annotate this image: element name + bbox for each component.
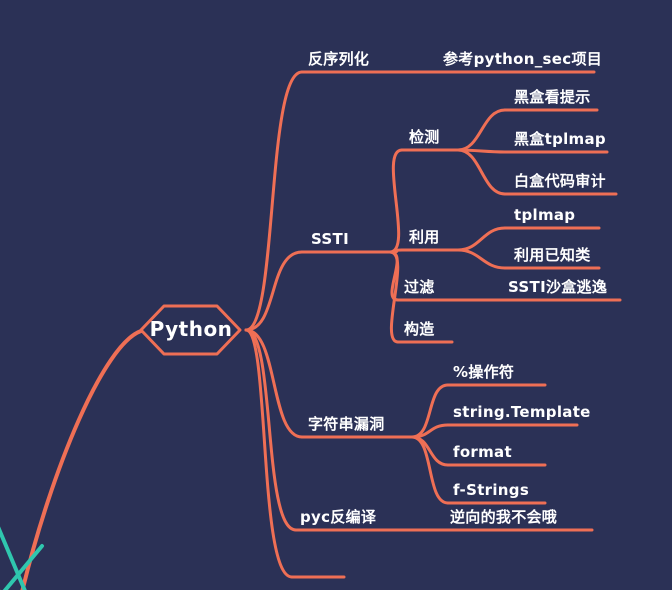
node-blackbox-hint[interactable]: 黑盒看提示 [514,88,591,106]
node-construct[interactable]: 构造 [404,320,435,338]
node-python-root[interactable]: Python [149,317,233,341]
corner-branch-lines [0,526,44,590]
node-filter[interactable]: 过滤 [404,278,435,296]
node-tplmap[interactable]: tplmap [514,206,576,224]
branch-lines [20,70,622,590]
node-detection[interactable]: 检测 [409,128,440,146]
node-reverse-note[interactable]: 逆向的我不会哦 [450,508,558,526]
node-string-vuln[interactable]: 字符串漏洞 [308,415,385,433]
node-exploit[interactable]: 利用 [409,228,440,246]
node-ssti[interactable]: SSTI [311,230,349,248]
node-blackbox-tplmap[interactable]: 黑盒tplmap [514,130,606,148]
node-ssti-sandbox-escape[interactable]: SSTI沙盒逃逸 [508,278,608,296]
node-deserialization[interactable]: 反序列化 [308,50,370,68]
node-percent-operator[interactable]: %操作符 [453,363,515,381]
node-f-strings[interactable]: f-Strings [453,481,530,499]
node-format[interactable]: format [453,443,512,461]
node-pyc-decompile[interactable]: pyc反编译 [300,508,377,526]
python-node-shape [139,304,242,356]
node-whitebox-audit[interactable]: 白盒代码审计 [514,172,606,190]
node-ref-python-sec[interactable]: 参考python_sec项目 [443,50,603,68]
node-string-template[interactable]: string.Template [453,403,591,421]
node-known-classes[interactable]: 利用已知类 [514,246,591,264]
